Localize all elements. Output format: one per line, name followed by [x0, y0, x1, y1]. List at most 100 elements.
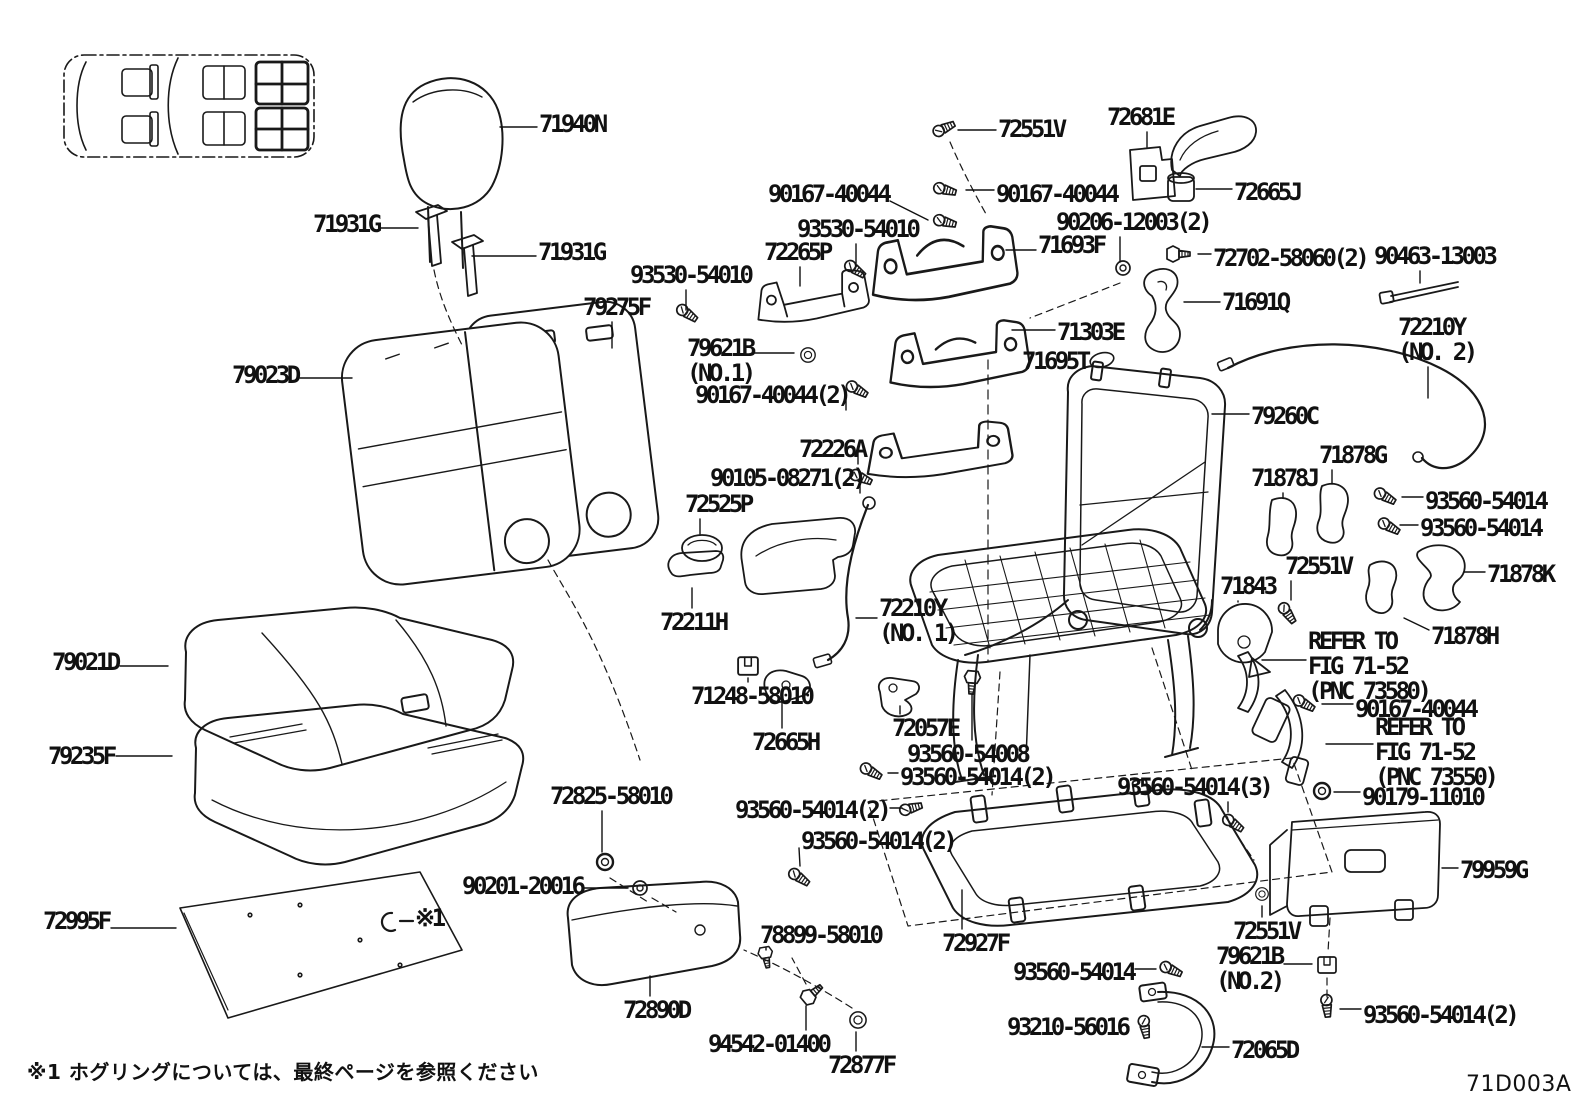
recliner-cover-sketch — [1217, 603, 1273, 678]
part-label-90167-40044: 90167-40044 — [1355, 695, 1479, 723]
part-label-93210-56016: 93210-56016 — [1007, 1013, 1131, 1041]
grommet-icon — [1312, 781, 1332, 801]
part-label-72210y: 72210Y(NO. 2) — [1398, 313, 1478, 366]
part-label-72211h: 72211H — [660, 608, 729, 636]
screw-icon — [1375, 514, 1403, 538]
part-label-72681e: 72681E — [1107, 103, 1176, 131]
rear-board-sketch — [1269, 811, 1441, 927]
part-label-72551v: 72551V — [1285, 552, 1354, 580]
part-label-90206-12003-2: 90206-12003(2) — [1056, 208, 1213, 236]
hog-ring-icon — [380, 911, 415, 933]
part-label-71878h: 71878H — [1431, 622, 1500, 650]
diagram-code: 71D003A — [1466, 1072, 1572, 1097]
part-label-72825-58010: 72825-58010 — [550, 782, 674, 810]
clip-icon — [1317, 956, 1337, 974]
part-label-72551v: 72551V — [998, 115, 1067, 143]
part-label-71691q: 71691Q — [1222, 288, 1291, 316]
part-label-79023d: 79023D — [232, 361, 301, 389]
part-label-72226a: 72226A — [799, 435, 868, 463]
part-label-71931g: 71931G — [538, 238, 607, 266]
part-label-71303e: 71303E — [1057, 318, 1126, 346]
cable-no1-sketch — [812, 496, 876, 669]
bolt-icon — [797, 979, 828, 1009]
base-frame-sketch — [920, 778, 1259, 927]
part-label-93560-54014: 93560-54014 — [1425, 487, 1549, 515]
grommet-icon — [595, 852, 615, 872]
part-label-1: ※1 — [415, 904, 446, 932]
leader-lines — [110, 126, 1486, 1052]
bolt-icon — [961, 669, 982, 696]
part-label-93560-54014-2: 93560-54014(2) — [900, 763, 1057, 791]
part-label-79235f: 79235F — [48, 742, 117, 770]
screw-icon — [1157, 958, 1185, 981]
belt-guide-sketch — [1126, 981, 1216, 1087]
cable-no2-sketch — [1216, 343, 1486, 470]
assist-grip-sketch — [1129, 115, 1257, 202]
screw-icon — [931, 212, 959, 231]
screw-icon — [931, 180, 959, 199]
part-label-90463-13003: 90463-13003 — [1374, 242, 1498, 270]
bracket-sketches — [757, 224, 1031, 479]
part-label-71248-58010: 71248-58010 — [691, 682, 815, 710]
part-label-72265p: 72265P — [764, 238, 833, 266]
clip-icon — [736, 656, 760, 676]
button-icon — [1254, 887, 1270, 901]
part-label-90167-40044: 90167-40044 — [996, 180, 1120, 208]
part-label-72210y: 72210Y(NO. 1) — [879, 594, 959, 647]
seat-frame-sketch — [909, 360, 1227, 783]
hog-ring-footnote: ※1 ホグリングについては、最終ページを参照ください — [27, 1060, 539, 1084]
target-seat-highlight — [254, 60, 310, 152]
part-label-71931g: 71931G — [313, 210, 382, 238]
part-label-93530-54010: 93530-54010 — [630, 261, 754, 289]
release-handle-sketch — [667, 517, 920, 718]
part-label-71878k: 71878K — [1487, 560, 1556, 588]
vehicle-seating-inset — [63, 54, 315, 158]
part-label-79275f: 79275F — [583, 293, 652, 321]
part-label-79021d: 79021D — [52, 648, 121, 676]
screw-icon — [785, 865, 813, 890]
belt-trim-sketches — [1265, 482, 1466, 614]
armrest-sketch — [566, 880, 742, 986]
part-label-93530-54010: 93530-54010 — [797, 215, 921, 243]
part-label-72057e: 72057E — [892, 714, 961, 742]
part-label-90201-20016: 90201-20016 — [462, 872, 586, 900]
part-label-94542-01400: 94542-01400 — [708, 1030, 832, 1058]
part-label-72065d: 72065D — [1231, 1036, 1300, 1064]
part-label-72877f: 72877F — [828, 1051, 897, 1079]
screw-icon — [1219, 811, 1247, 836]
part-label-93560-54014-2: 93560-54014(2) — [801, 827, 958, 855]
part-label-93560-54014-3: 93560-54014(3) — [1117, 773, 1274, 801]
part-label-90105-08271-2: 90105-08271(2) — [710, 464, 867, 492]
headrest-sketch — [399, 77, 504, 269]
part-label-71693f: 71693F — [1038, 231, 1107, 259]
part-label-93560-54014: 93560-54014 — [1013, 958, 1137, 986]
part-label-72702-58060-2: 72702-58060(2) — [1213, 244, 1370, 272]
construction-lines — [433, 141, 1333, 1009]
headrest-support-sketch — [415, 204, 484, 297]
washer-icon — [632, 880, 648, 896]
part-label-72551v: 72551V — [1233, 917, 1302, 945]
spacer-sketch — [1089, 351, 1115, 369]
seatback-pad-sketch — [340, 321, 581, 586]
screw-icon — [841, 257, 869, 282]
screw-icon — [930, 117, 958, 140]
part-label-78899-58010: 78899-58010 — [760, 921, 884, 949]
part-label-72665h: 72665H — [752, 728, 821, 756]
part-label-90167-40044-2: 90167-40044(2) — [695, 381, 852, 409]
part-label-79621b: 79621B(NO.2) — [1216, 942, 1285, 995]
part-label-93560-54008: 93560-54008 — [907, 740, 1031, 768]
screw-icon — [673, 301, 701, 326]
part-label-79621b: 79621B(NO.1) — [687, 334, 756, 387]
part-label-71695t: 71695T — [1022, 347, 1091, 375]
screw-icon — [857, 759, 885, 783]
part-label-93560-54014-2: 93560-54014(2) — [735, 796, 892, 824]
part-label-79959g: 79959G — [1460, 856, 1529, 884]
part-label-79260c: 79260C — [1251, 402, 1320, 430]
knob-icon — [849, 1011, 867, 1029]
part-label-90179-11010: 90179-11010 — [1362, 783, 1486, 811]
part-label-71843: 71843 — [1220, 572, 1278, 600]
cushion-pad-sketch — [193, 703, 525, 866]
bumper-icon — [799, 346, 817, 364]
